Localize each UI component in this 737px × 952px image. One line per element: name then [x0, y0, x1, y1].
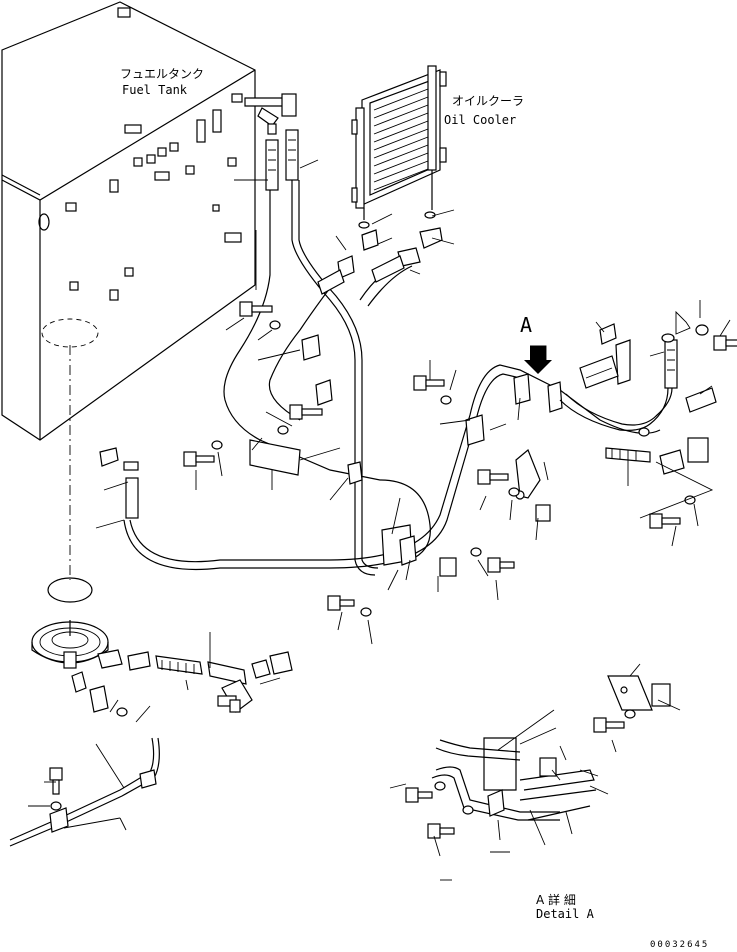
- bolt-1: [239, 301, 273, 317]
- level-gauge-tube: [9, 737, 160, 847]
- leader-lines: [28, 159, 731, 881]
- hose-assembly: [99, 129, 661, 576]
- detail-a-label-jp: A 詳 細: [536, 892, 576, 907]
- view-letter-a: A: [520, 313, 532, 337]
- fuel-gauge-assembly: [31, 577, 293, 717]
- clamps-brackets: [249, 334, 563, 577]
- elbow-fittings-top: [231, 93, 443, 251]
- bolt-4: [413, 375, 445, 391]
- drawing-number: 00032645: [650, 940, 709, 950]
- bolts-washers: [183, 301, 520, 617]
- washer-1: [269, 320, 281, 330]
- bolt-lower-left: [49, 767, 63, 795]
- fuel-tank: [1, 1, 256, 441]
- bolt-detail-2: [405, 787, 433, 803]
- oil-cooler-label-jp: オイルクーラ: [452, 94, 524, 108]
- oil-cooler-label-en: Oil Cooler: [444, 113, 516, 127]
- oil-cooler: [351, 65, 447, 229]
- right-fittings: [559, 323, 737, 529]
- bolt-right-bottom: [649, 513, 681, 529]
- washer-6: [470, 547, 482, 557]
- washer-5: [508, 487, 520, 497]
- detail-a-label-en: Detail A: [536, 907, 595, 921]
- washer-lower-left: [50, 801, 62, 811]
- fuel-tank-label-jp: フュエルタンク: [120, 67, 204, 81]
- bolt-6: [487, 557, 515, 573]
- washer-7: [360, 607, 372, 617]
- bolt-7: [327, 595, 355, 611]
- fuel-tank-label-en: Fuel Tank: [122, 83, 188, 97]
- bolt-right-top: [713, 335, 737, 351]
- bolt-detail-1: [593, 717, 625, 733]
- bolt-2: [289, 404, 323, 420]
- detail-a-view: [405, 675, 671, 846]
- bolt-5: [477, 469, 509, 485]
- washer-3: [211, 440, 223, 450]
- washer-4: [440, 395, 452, 405]
- washer-2: [277, 425, 289, 435]
- bolt-3: [183, 451, 215, 467]
- bolt-detail-3: [427, 823, 455, 839]
- view-arrow: [524, 346, 552, 374]
